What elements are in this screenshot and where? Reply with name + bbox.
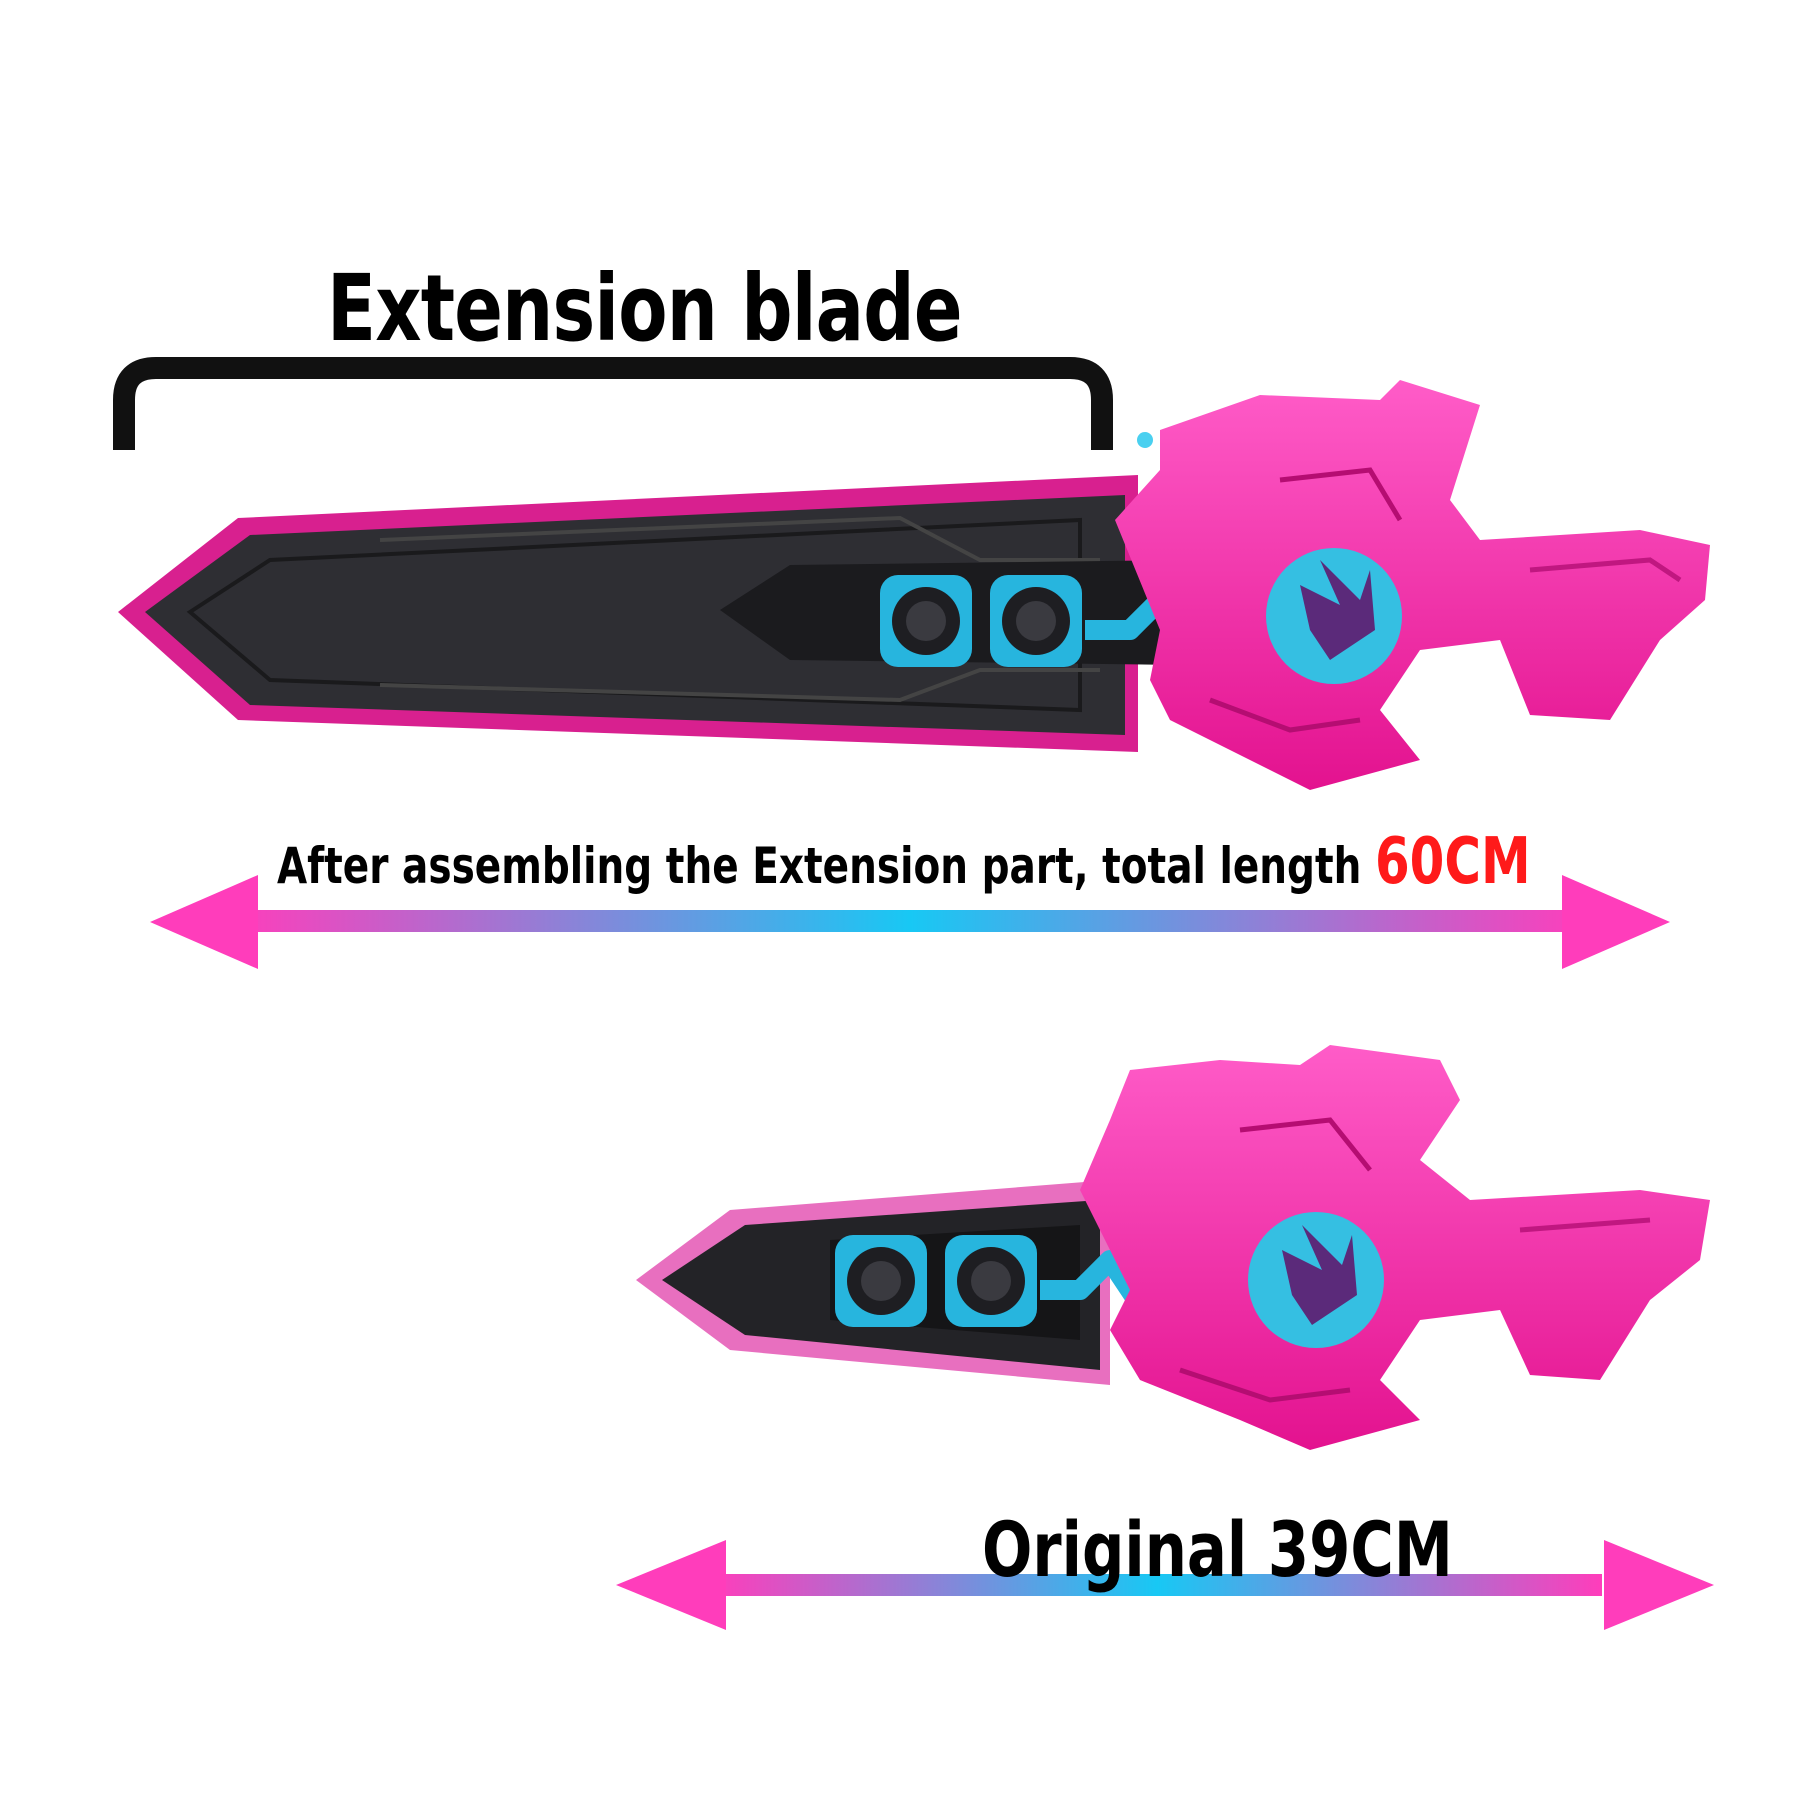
cyan-ring [945, 1235, 1037, 1327]
assembled-sword-image [118, 380, 1710, 790]
assembled-length-caption: After assembling the Extension part, tot… [277, 825, 1531, 899]
extension-blade-title: Extension blade [327, 255, 963, 362]
assembled-length-value: 60CM [1374, 825, 1531, 899]
original-length-arrow [616, 1540, 1714, 1630]
assembled-length-arrow [150, 875, 1670, 969]
cyan-ring [880, 575, 972, 667]
cyan-ring [990, 575, 1082, 667]
assembled-length-prefix: After assembling the Extension part, tot… [277, 837, 1375, 895]
original-length-caption: Original 39CM [982, 1505, 1453, 1594]
original-sword-image [636, 1045, 1710, 1450]
extension-bracket [113, 357, 1113, 450]
pink-hilt [1115, 380, 1710, 790]
cyan-ring [835, 1235, 927, 1327]
pink-hilt [1080, 1045, 1710, 1450]
